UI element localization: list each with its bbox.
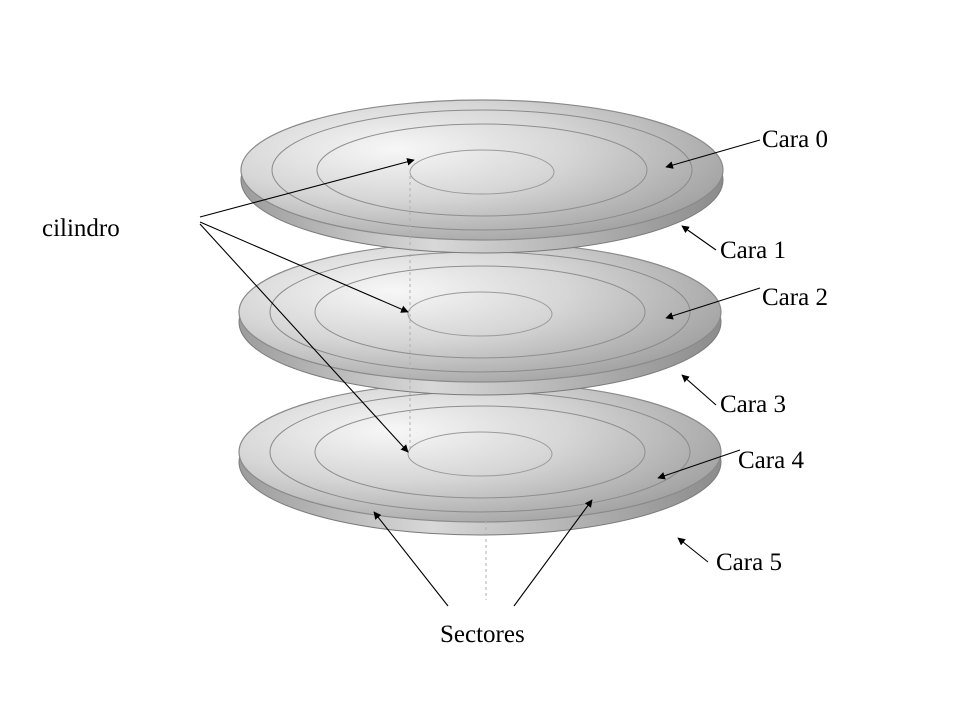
- platter-middle: [238, 241, 722, 396]
- cylinder-guides: [409, 170, 487, 600]
- label-cara-2: Cara 2: [762, 284, 828, 311]
- sector-arrows: [373, 499, 593, 607]
- label-cara-0: Cara 0: [762, 126, 828, 153]
- label-cara-5: Cara 5: [716, 549, 782, 576]
- cylinder-arrows: [199, 158, 415, 453]
- label-sectores: Sectores: [440, 621, 525, 648]
- label-cara-1: Cara 1: [720, 237, 786, 264]
- face-arrows: [657, 139, 761, 563]
- platter-top: [240, 99, 724, 254]
- label-cilindro: cilindro: [42, 215, 120, 242]
- label-cara-3: Cara 3: [720, 391, 786, 418]
- label-cara-4: Cara 4: [738, 447, 804, 474]
- platter-bottom: [238, 381, 722, 536]
